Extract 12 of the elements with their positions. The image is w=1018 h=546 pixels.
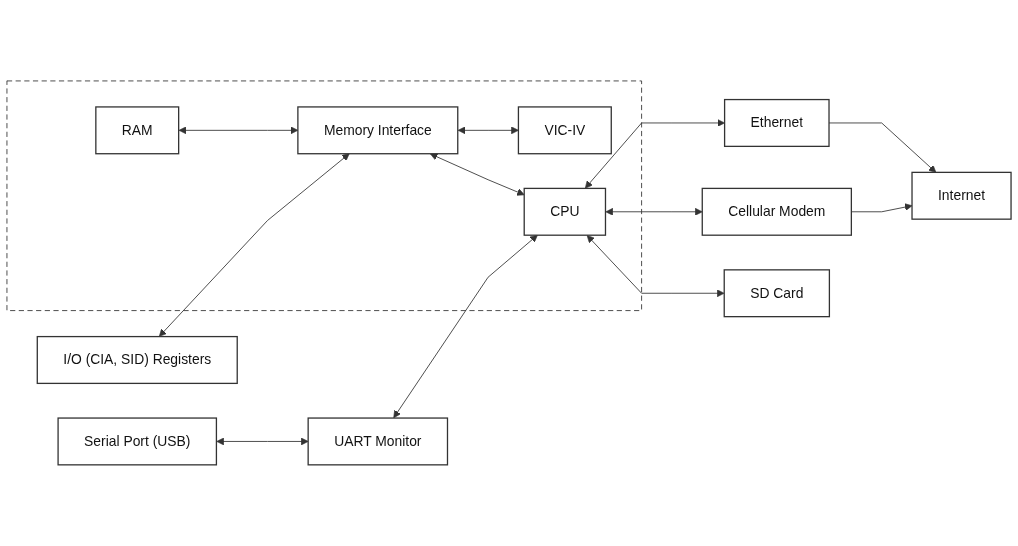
node-box: I/O (CIA, SID) Registers [36,336,238,385]
node-box: VIC-IV [517,106,612,155]
node-box: Internet [911,171,1012,220]
cluster [6,80,643,312]
node-box: Serial Port (USB) [57,417,218,466]
node-box: Cellular Modem [701,187,852,236]
node-box: SD Card [723,269,831,318]
node-box: RAM [95,106,180,155]
node-box: UART Monitor [307,417,449,466]
node-box: CPU [523,187,607,236]
node-box: Ethernet [723,99,830,148]
node-box: Memory Interface [297,106,459,155]
